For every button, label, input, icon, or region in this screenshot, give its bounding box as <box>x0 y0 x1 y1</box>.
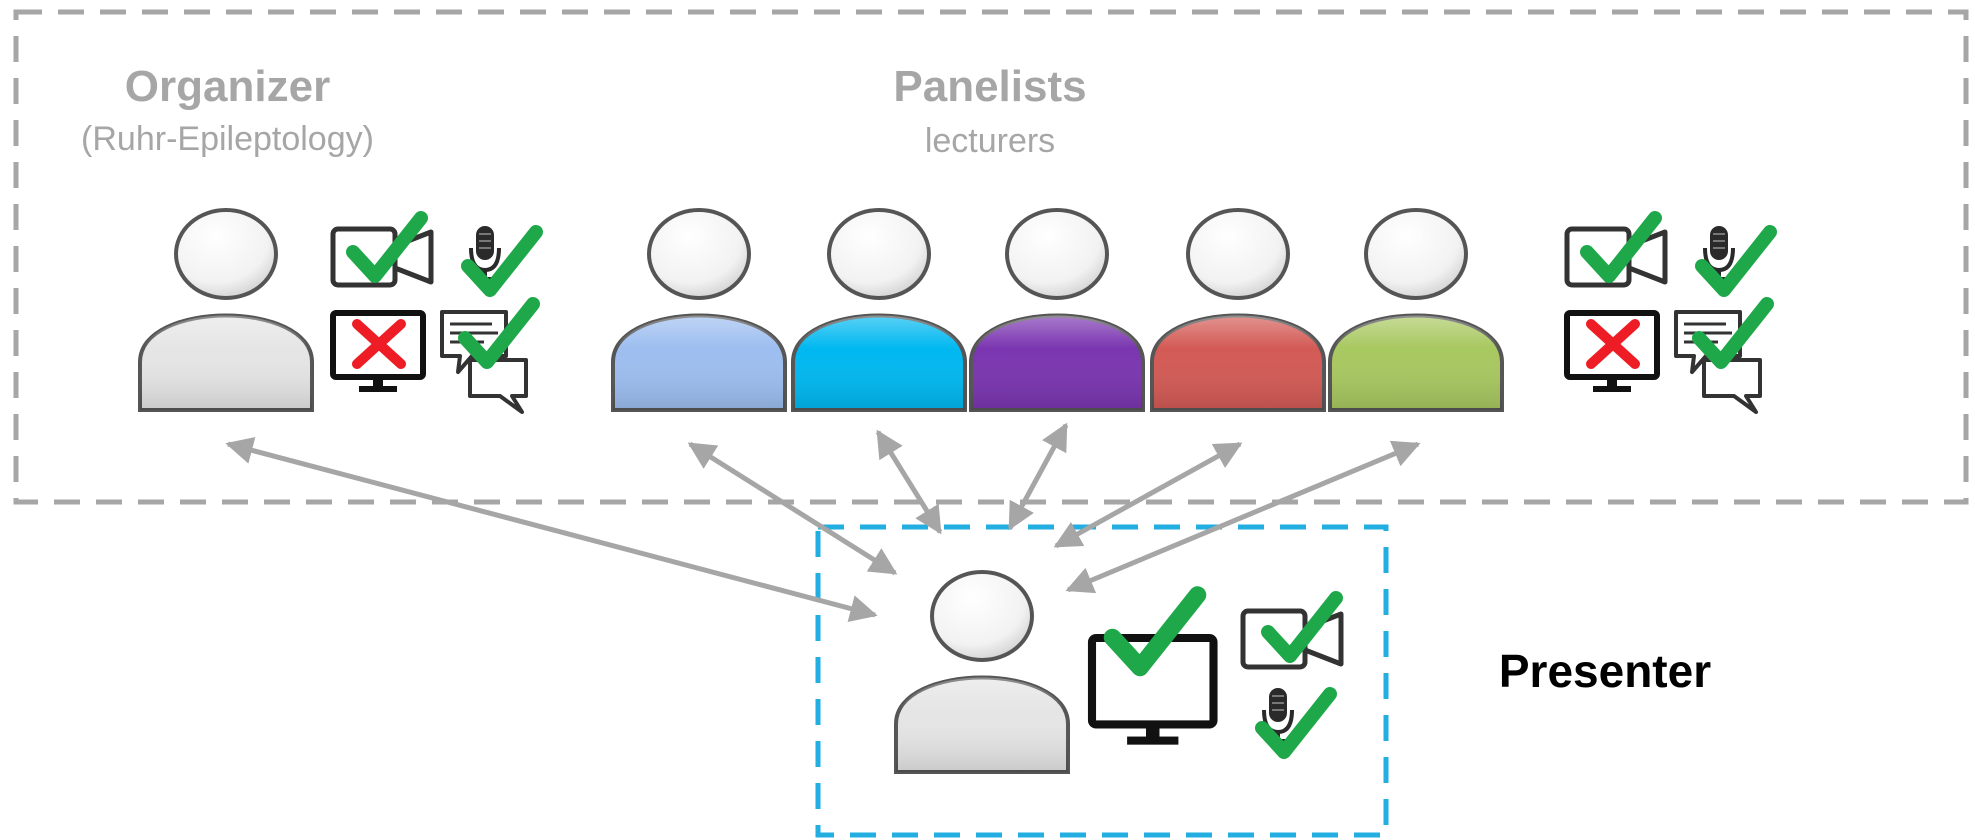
panelists-permissions <box>1567 218 1770 414</box>
presenter-permissions <box>1092 595 1341 752</box>
panelist-person-4 <box>1150 208 1326 412</box>
connection-arrows <box>225 422 1421 622</box>
arrow-panelist-3 <box>1007 422 1069 531</box>
panelists-title: Panelists <box>893 62 1087 111</box>
monitor-icon <box>1567 313 1657 392</box>
panelist-person-3 <box>969 208 1145 412</box>
monitor-icon <box>333 313 423 392</box>
organizer-subtitle: (Ruhr-Epileptology) <box>81 120 374 158</box>
panelist-person-1 <box>611 208 787 412</box>
organizer-permissions <box>333 218 536 414</box>
panelists-subtitle: lecturers <box>924 122 1056 160</box>
panelist-person-2 <box>791 208 967 412</box>
arrow-organizer <box>225 437 878 622</box>
presenter-group-border <box>815 524 1389 838</box>
arrow-panelist-2 <box>875 429 943 535</box>
organizer-person <box>138 208 314 412</box>
arrow-panelist-5 <box>1065 440 1421 594</box>
presenter-person <box>894 570 1070 774</box>
audience-group-border <box>13 9 1969 505</box>
organizer-title: Organizer <box>124 62 331 111</box>
persons <box>138 208 1504 774</box>
panelist-person-5 <box>1328 208 1504 412</box>
presenter-label: Presenter <box>1498 645 1712 697</box>
arrow-panelist-1 <box>687 441 898 576</box>
